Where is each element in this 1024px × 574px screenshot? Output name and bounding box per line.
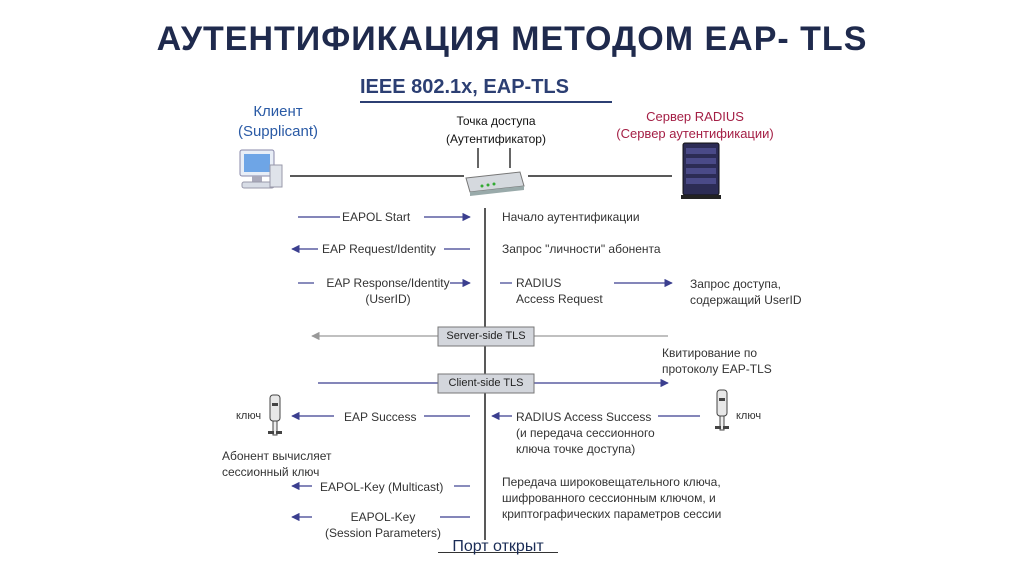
server-label: Сервер RADIUS (Сервер аутентификации) — [600, 108, 790, 142]
radius-access-success-label: RADIUS Access Success (и передача сессио… — [516, 409, 686, 457]
key-icon — [268, 394, 282, 436]
server-name: Сервер RADIUS — [646, 109, 744, 124]
port-open-label: Порт открыт — [452, 538, 544, 555]
identity-request-label: Запрос "личности" абонента — [502, 242, 661, 256]
server-role: (Сервер аутентификации) — [616, 126, 774, 141]
radius-access-request-line2: Access Request — [516, 292, 603, 306]
page-title: АУТЕНТИФИКАЦИЯ МЕТОДОМ EAP- TLS — [156, 20, 868, 58]
userid-text: (UserID) — [365, 292, 411, 306]
port-underline — [438, 552, 558, 553]
handshake-note-line2: протоколу EAP-TLS — [662, 362, 772, 376]
client-name: Клиент — [253, 103, 303, 120]
diagram-title-underline — [360, 101, 612, 103]
broadcast-key-note: Передача широковещательного ключа, шифро… — [502, 474, 762, 522]
client-side-tls-box — [437, 373, 535, 394]
subscriber-computes-line1: Абонент вычисляет — [222, 449, 332, 463]
eap-success-label: EAP Success — [344, 410, 417, 424]
eapol-key-session-line1: EAPOL-Key — [350, 510, 416, 524]
subscriber-computes-note: Абонент вычисляет сессионный ключ — [222, 448, 352, 480]
radius-access-request-line1: RADIUS — [516, 276, 562, 290]
handshake-note: Квитирование по протоколу EAP-TLS — [662, 345, 812, 377]
radius-access-request-label: RADIUS Access Request — [516, 275, 636, 307]
ap-label: Точка доступа (Аутентификатор) — [425, 112, 567, 148]
session-key-note-line1: (и передача сессионного — [516, 426, 655, 440]
eapol-key-session-line2: (Session Parameters) — [324, 526, 442, 540]
client-role: (Supplicant) — [237, 123, 319, 140]
computer-icon — [239, 149, 283, 189]
client-label: Клиент (Supplicant) — [218, 102, 338, 142]
eap-response-identity-text: EAP Response/Identity — [326, 276, 450, 290]
key-label-left: ключ — [236, 410, 262, 422]
handshake-note-line1: Квитирование по — [662, 346, 758, 360]
eap-response-identity-label: EAP Response/Identity (UserID) — [318, 275, 458, 307]
start-auth-label: Начало аутентификации — [502, 210, 640, 224]
key-label-right: ключ — [736, 410, 762, 422]
broadcast-note-line2: шифрованного сессионным ключом, и — [502, 491, 716, 505]
access-request-note-line2: содержащий UserID — [690, 293, 802, 307]
access-request-note-line1: Запрос доступа, — [690, 277, 781, 291]
radius-access-success-text: RADIUS Access Success — [516, 410, 652, 424]
eapol-key-multicast-label: EAPOL-Key (Multicast) — [320, 480, 444, 494]
ap-name: Точка доступа — [456, 114, 536, 128]
diagram-title: IEEE 802.1x, EAP-TLS — [360, 76, 569, 98]
broadcast-note-line3: криптографических параметров сессии — [502, 507, 722, 521]
eap-request-identity-label: EAP Request/Identity — [322, 242, 436, 256]
ap-role: (Аутентификатор) — [446, 132, 546, 146]
server-side-tls-label: Server-side TLS — [446, 330, 526, 342]
server-side-tls-box — [437, 326, 535, 347]
client-side-tls-label: Client-side TLS — [448, 377, 524, 389]
eapol-start-label: EAPOL Start — [342, 210, 411, 224]
session-key-note-line2: ключа точке доступа) — [516, 442, 636, 456]
eapol-key-session-label: EAPOL-Key (Session Parameters) — [318, 509, 448, 541]
subscriber-computes-line2: сессионный ключ — [222, 465, 320, 479]
access-request-note: Запрос доступа, содержащий UserID — [690, 276, 850, 308]
server-icon — [681, 142, 721, 199]
key-icon — [715, 389, 729, 431]
broadcast-note-line1: Передача широковещательного ключа, — [502, 475, 721, 489]
wireless-router-icon — [465, 148, 525, 196]
